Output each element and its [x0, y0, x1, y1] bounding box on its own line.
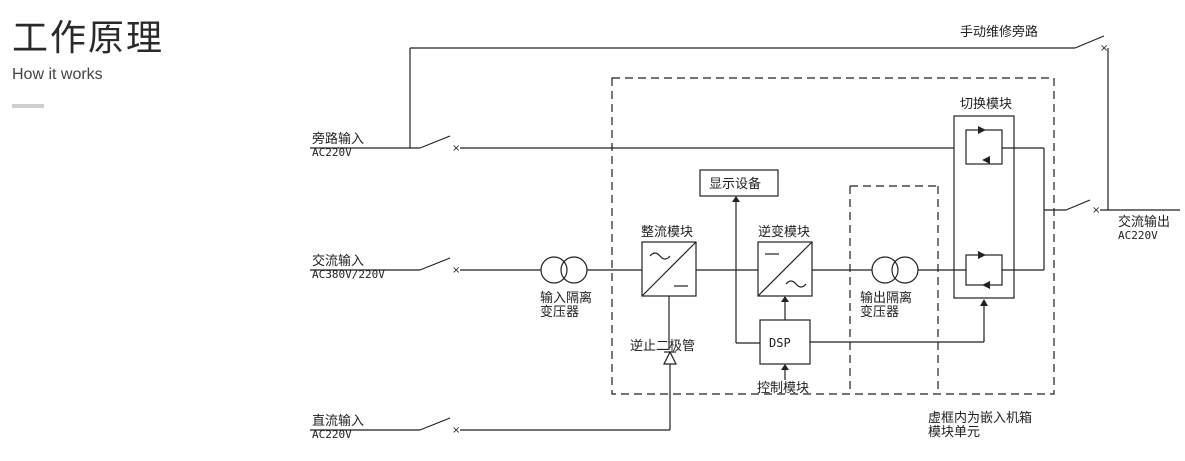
dc-input-spec: AC220V — [312, 428, 352, 441]
rectifier-ac-symbol — [649, 252, 671, 260]
output-switch-contact: × — [1092, 205, 1100, 216]
display-device-label: 显示设备 — [709, 176, 761, 192]
ac-input-spec: AC380V/220V — [312, 268, 385, 281]
scr-upper-forward-icon — [978, 126, 986, 134]
display-arrow-icon — [732, 196, 740, 202]
rectifier-diagonal — [641, 241, 697, 297]
switch-module-label: 切换模块 — [960, 97, 1012, 112]
output-transformer-coil-b — [891, 256, 919, 284]
control-module-label: 控制模块 — [757, 381, 809, 396]
rectifier-label: 整流模块 — [641, 225, 693, 240]
scr-upper-reverse-icon — [982, 156, 990, 164]
dc-input-switch-contact: × — [452, 425, 460, 436]
dsp-label: DSP — [769, 336, 791, 350]
bypass-input-switch — [419, 135, 451, 149]
ac-input-switch-contact: × — [452, 265, 460, 276]
input-transformer-coil-a — [540, 256, 568, 284]
dc-input-switch — [419, 417, 451, 431]
bypass-switch-contact: × — [452, 143, 460, 154]
bypass-input-spec: AC220V — [312, 146, 352, 159]
scr-lower-reverse-icon — [982, 281, 990, 289]
page-title: 工作原理 — [12, 18, 165, 59]
ac-output-label: 交流输出 — [1118, 214, 1170, 230]
page-header: 工作原理 How it works — [12, 18, 164, 108]
switch-module-box — [953, 115, 1015, 299]
output-transformer-label-1: 输出隔离 — [860, 290, 912, 306]
dc-input-label: 直流输入 — [312, 413, 364, 429]
manual-bypass-switch — [1074, 35, 1105, 49]
frame-note-line-1: 虚框内为嵌入机箱 — [928, 410, 1032, 426]
switch-control-arrow-icon — [980, 299, 988, 306]
control-module-arrow-icon — [781, 364, 789, 370]
ac-input-label: 交流输入 — [312, 253, 364, 269]
display-device-box — [699, 169, 779, 197]
input-transformer-label-1: 输入隔离 — [540, 290, 592, 306]
input-transformer-coil-b — [560, 256, 588, 284]
frame-note-line-2: 模块单元 — [928, 425, 980, 440]
manual-bypass-label: 手动维修旁路 — [960, 24, 1038, 40]
inverter-control-arrow-icon — [781, 296, 789, 302]
input-transformer-label-2: 变压器 — [540, 304, 579, 320]
inverter-diagonal — [757, 241, 813, 297]
output-transformer-coil-a — [871, 256, 899, 284]
manual-bypass-switch-contact: × — [1100, 43, 1108, 54]
ac-output-spec: AC220V — [1118, 229, 1158, 242]
bypass-input-label: 旁路输入 — [312, 131, 364, 147]
inverter-ac-symbol — [785, 280, 807, 288]
embedded-unit-frame — [611, 77, 1055, 395]
output-switch — [1065, 199, 1091, 211]
page-subtitle: How it works — [12, 66, 103, 83]
title-underline-bar — [12, 104, 44, 108]
anti-reverse-diode-label: 逆止二极管 — [630, 338, 695, 354]
ac-input-switch — [419, 257, 451, 271]
inverter-label: 逆变模块 — [758, 224, 810, 240]
scr-lower-forward-icon — [978, 251, 986, 259]
output-transformer-label-2: 变压器 — [860, 304, 899, 320]
